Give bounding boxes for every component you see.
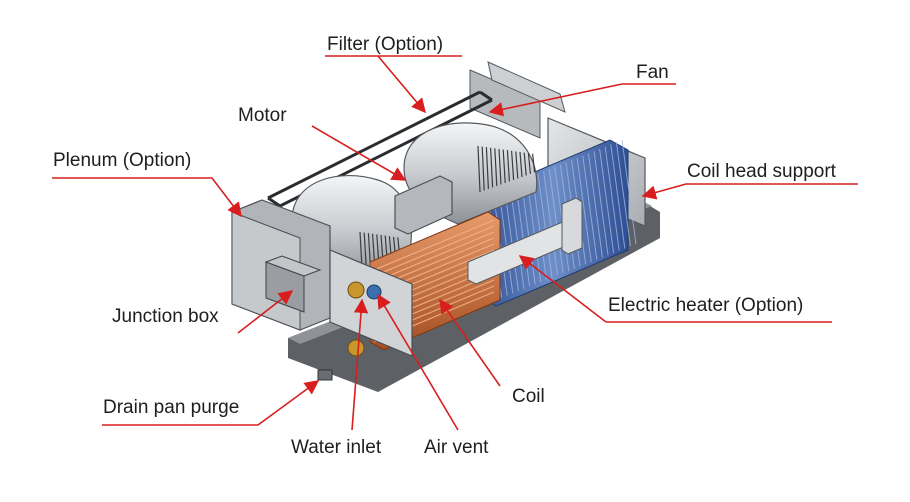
- upper-brass-fitting: [347, 281, 365, 299]
- fan-blade: [515, 151, 519, 179]
- leader-drain-pan-purge: [102, 380, 320, 426]
- leader-fan: [490, 83, 676, 112]
- fan-blade: [532, 153, 536, 173]
- leader-motor: [311, 125, 407, 181]
- leader-plenum: [52, 177, 242, 218]
- fan-blade: [359, 231, 363, 269]
- heater-fin: [543, 171, 559, 276]
- fan-blade: [523, 152, 527, 176]
- filter-frame: [267, 90, 493, 208]
- fan-blade: [506, 150, 510, 182]
- label-water-inlet: Water inlet: [291, 437, 382, 458]
- motor-body: [394, 175, 453, 235]
- leader-coil: [439, 298, 501, 387]
- leader-water-inlet: [351, 298, 369, 431]
- junction-box-top: [264, 255, 322, 277]
- heater-fin: [548, 169, 564, 274]
- front-end-plate: [329, 249, 413, 357]
- fan-blade: [519, 151, 523, 178]
- heater-fin: [599, 148, 615, 254]
- leader-filter: [325, 55, 462, 112]
- water-inlet-fitting: [347, 339, 365, 357]
- drain-purge-pipe: [317, 369, 333, 381]
- label-plenum: Plenum (Option): [53, 150, 192, 171]
- coil-tube: [373, 231, 495, 283]
- fan-blade: [485, 147, 489, 190]
- fan-blade: [477, 145, 481, 193]
- heater-fin: [593, 151, 609, 256]
- label-coil: Coil: [512, 386, 545, 407]
- heater-fin: [587, 153, 603, 258]
- heater-fin: [537, 173, 553, 278]
- fan-blade: [372, 233, 376, 265]
- heater-fin: [582, 155, 598, 260]
- leader-electric-heater: [520, 256, 832, 323]
- heater-fin: [610, 144, 626, 249]
- fan-blade: [367, 233, 371, 266]
- fan-blade: [502, 149, 506, 184]
- leader-lines: [52, 55, 858, 431]
- leader-air-vent: [377, 293, 459, 431]
- fan-blade: [481, 146, 485, 191]
- heater-bracket-upright: [561, 197, 583, 255]
- leader-coil-head-support: [643, 184, 858, 196]
- fan-blade: [511, 150, 515, 181]
- coil-tube: [373, 219, 495, 271]
- heater-fin: [531, 175, 547, 280]
- label-air-vent: Air vent: [424, 437, 489, 458]
- label-coil-head-support: Coil head support: [687, 161, 836, 182]
- label-electric-heater: Electric heater (Option): [608, 295, 804, 316]
- fan-blade: [490, 147, 494, 188]
- fan-blade: [363, 232, 367, 267]
- heater-fin: [615, 142, 631, 247]
- label-junction-box: Junction box: [112, 306, 219, 327]
- label-fan: Fan: [636, 62, 669, 83]
- fan-blade: [494, 148, 498, 187]
- coil-tube: [373, 225, 495, 277]
- label-filter: Filter (Option): [327, 34, 444, 55]
- fan-blade: [498, 148, 502, 185]
- leader-junction-box: [237, 290, 294, 334]
- label-drain-pan-purge: Drain pan purge: [103, 397, 240, 418]
- heater-fin: [576, 157, 592, 262]
- label-motor: Motor: [238, 105, 287, 126]
- fan-blade: [527, 153, 531, 175]
- heater-fin: [604, 146, 620, 251]
